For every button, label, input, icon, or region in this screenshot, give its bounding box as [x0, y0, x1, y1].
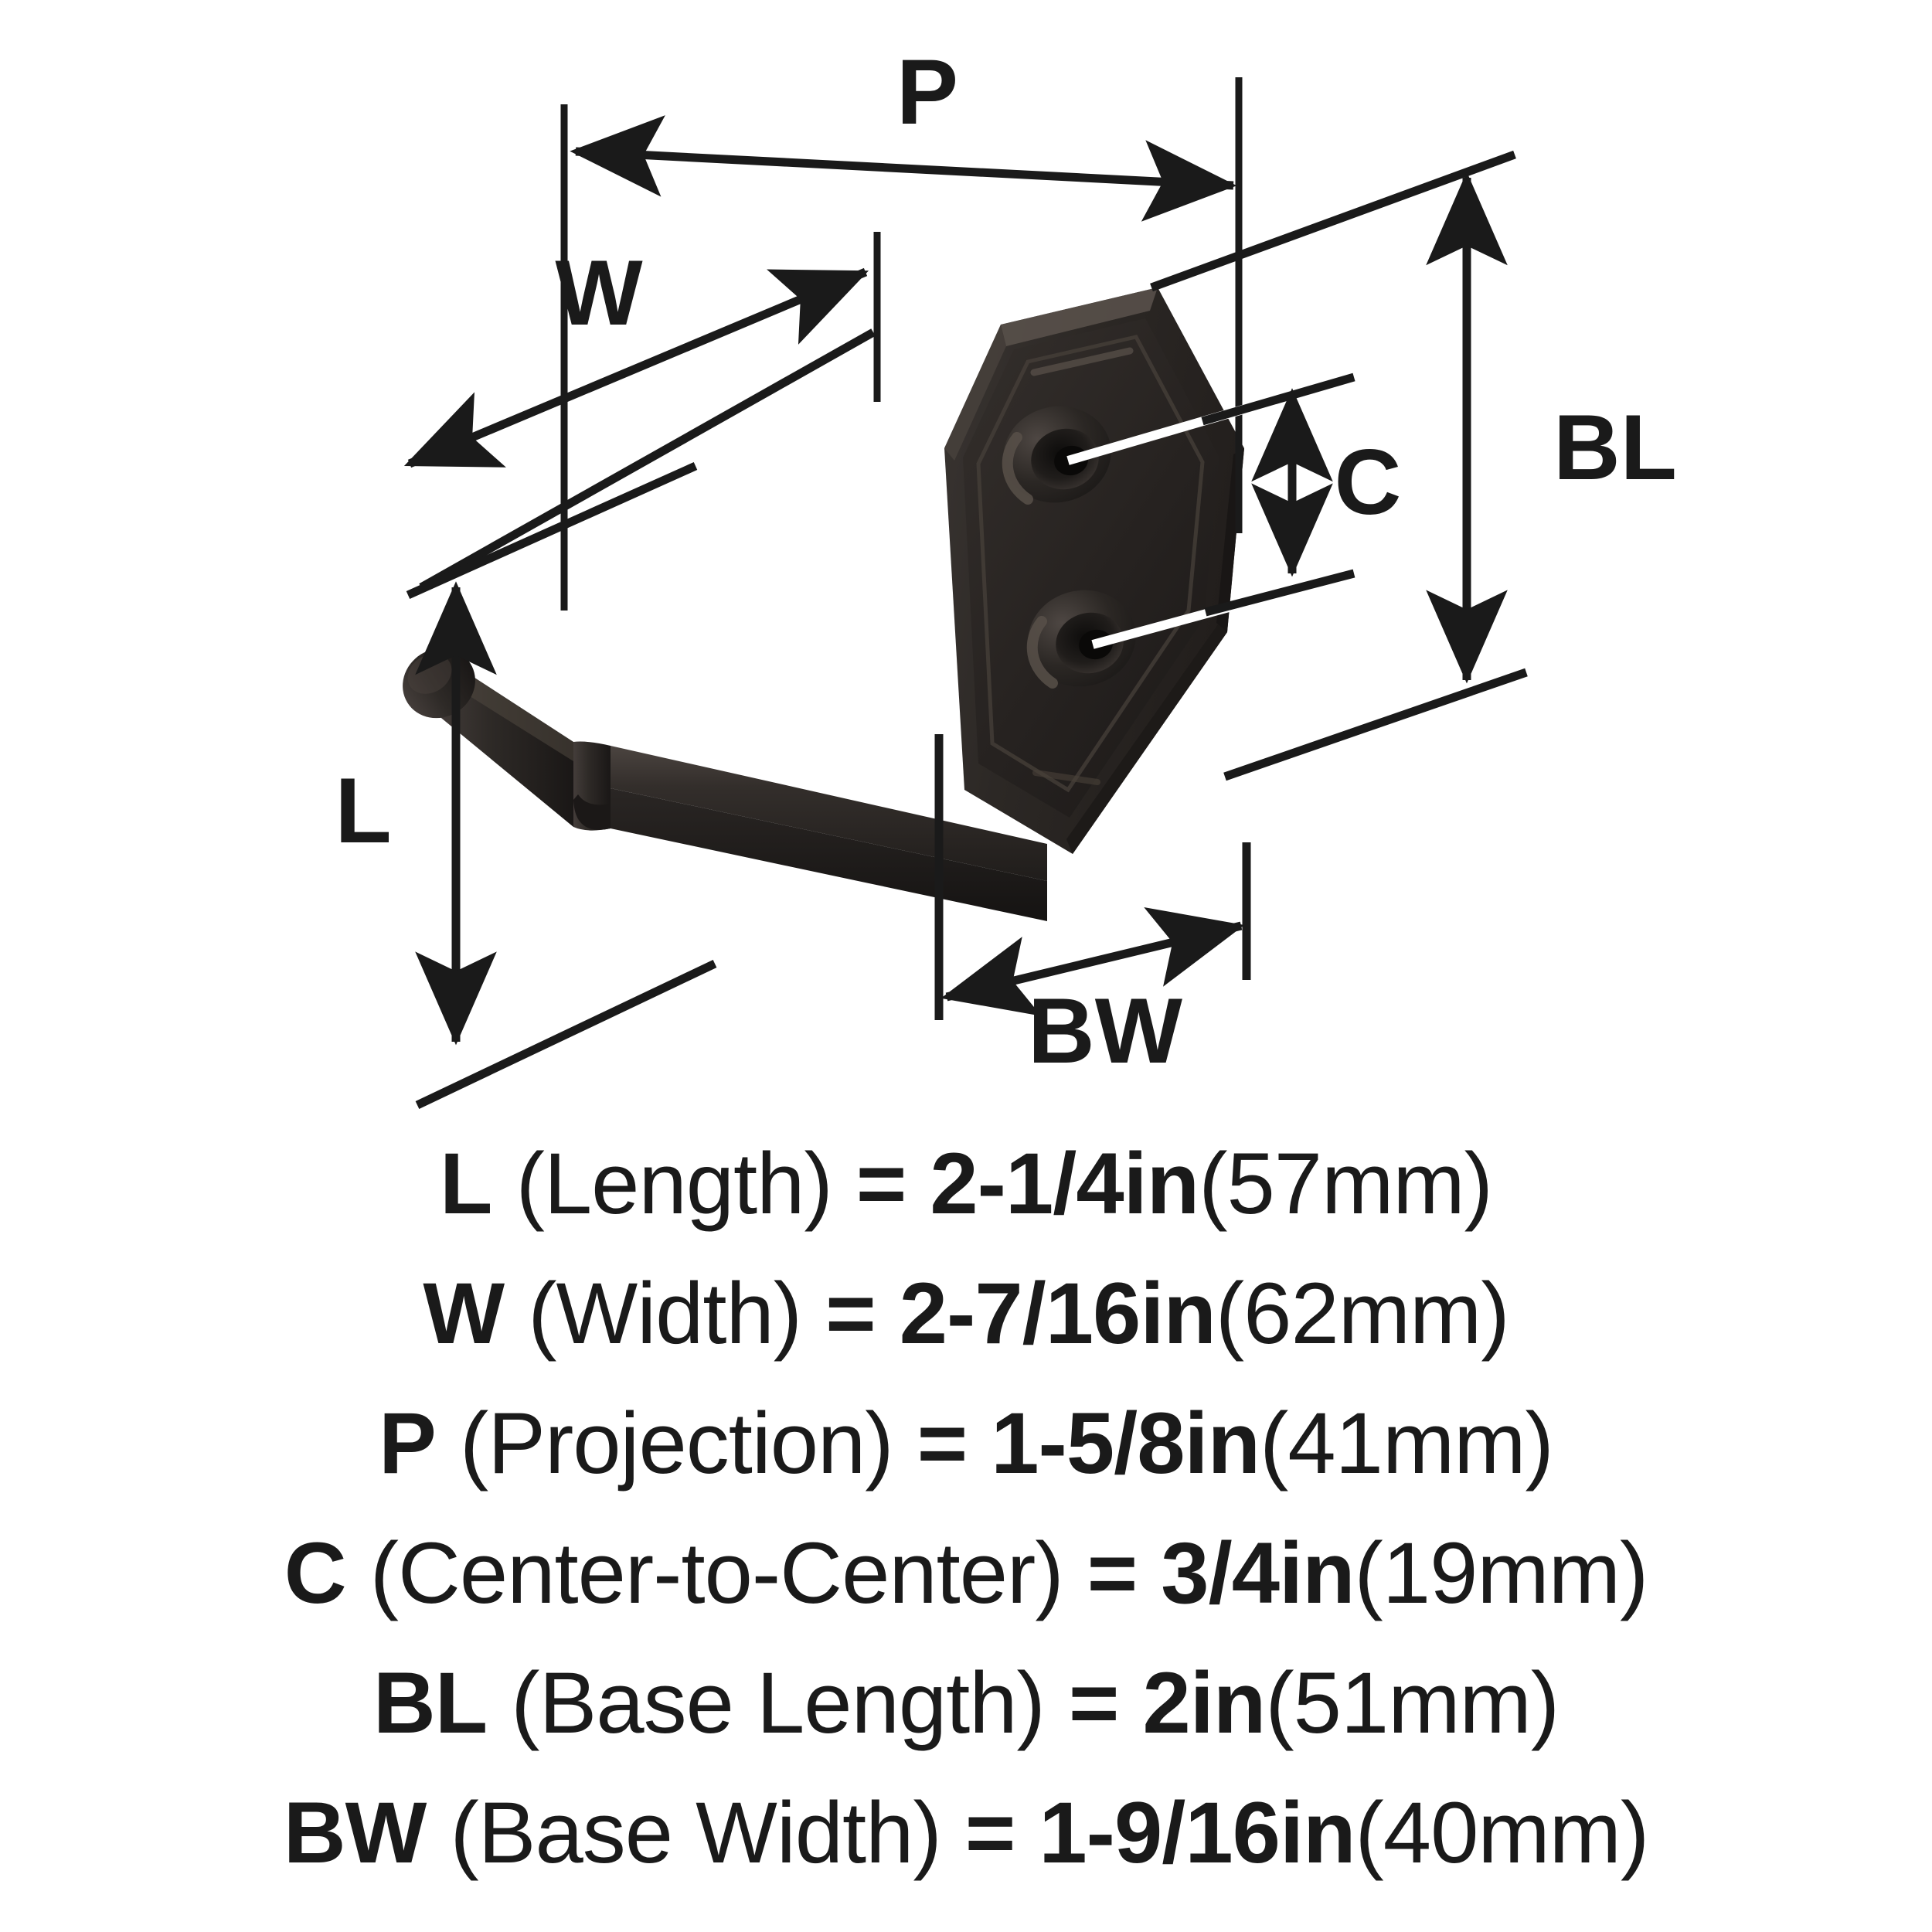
upper-hole-rim-highlight — [1002, 432, 1033, 505]
dimension-BW: BW — [934, 734, 1251, 1083]
legend-value-mm-BW: (40mm) — [1355, 1784, 1650, 1881]
dimension-BL: BL — [1150, 150, 1677, 781]
legend-name-L: (Length) — [515, 1135, 833, 1232]
W-dimension-line — [403, 267, 869, 468]
C-leader-lower — [1204, 569, 1355, 617]
legend-equals-W: = — [825, 1265, 876, 1362]
legend-equals-BW: = — [964, 1784, 1015, 1881]
dimension-legend: L (Length) = 2-1/4in(57mm) W (Width) = 2… — [0, 1119, 1932, 1930]
P-label: P — [896, 40, 958, 144]
mounting-hole-lower — [1026, 590, 1136, 689]
legend-value-mm-P: (41mm) — [1260, 1395, 1554, 1492]
C-label: C — [1335, 430, 1402, 534]
arm-elbow-underside — [573, 794, 611, 830]
base-plate-recess — [963, 318, 1219, 818]
base-plate-bottom-groove — [1032, 770, 1100, 785]
legend-value-mm-L: (57mm) — [1199, 1135, 1493, 1232]
C-leader-upper — [1201, 372, 1355, 426]
legend-equals-P: = — [917, 1395, 968, 1492]
dimension-W: W — [403, 232, 881, 591]
BL-extension-bottom — [1223, 668, 1528, 781]
W-label: W — [555, 241, 643, 345]
legend-row-length: L (Length) = 2-1/4in(57mm) — [0, 1119, 1932, 1249]
hook-arm — [403, 648, 1047, 921]
legend-symbol-C: C — [284, 1525, 347, 1621]
dimension-C: C — [1066, 372, 1402, 649]
legend-value-in-BL: 2in — [1142, 1655, 1267, 1751]
product-diagram: P W L C — [335, 40, 1677, 1109]
legend-value-mm-C: (19mm) — [1354, 1525, 1649, 1621]
base-plate-lower-right-edge — [1066, 624, 1227, 854]
legend-equals-L: = — [855, 1135, 906, 1232]
legend-value-in-P: 1-5/8in — [991, 1395, 1260, 1492]
legend-value-in-BW: 1-9/16in — [1039, 1784, 1355, 1881]
diagram-svg: P W L C — [335, 40, 1677, 1109]
legend-equals-C: = — [1087, 1525, 1138, 1621]
legend-name-BL: (Base Length) — [511, 1655, 1046, 1751]
legend-value-mm-BL: (51mm) — [1265, 1655, 1560, 1751]
legend-row-projection: P (Projection) = 1-5/8in(41mm) — [0, 1379, 1932, 1509]
legend-row-center-to-center: C (Center-to-Center) = 3/4in(19mm) — [0, 1509, 1932, 1638]
legend-value-in-L: 2-1/4in — [930, 1135, 1199, 1232]
legend-row-width: W (Width) = 2-7/16in(62mm) — [0, 1249, 1932, 1379]
base-plate-recess-rim — [976, 335, 1205, 793]
dimension-L: L — [335, 461, 717, 1109]
legend-symbol-L: L — [440, 1135, 492, 1232]
P-dimension-line — [570, 115, 1237, 222]
legend-name-BW: (Base Width) — [450, 1784, 941, 1881]
base-plate — [944, 287, 1244, 854]
base-plate-top-groove — [1030, 347, 1134, 376]
legend-value-in-C: 3/4in — [1161, 1525, 1355, 1621]
legend-name-C: (Center-to-Center) — [369, 1525, 1064, 1621]
L-label: L — [335, 759, 391, 862]
BL-extension-top — [1150, 150, 1516, 292]
BW-dimension-line — [940, 907, 1245, 1016]
legend-equals-BL: = — [1068, 1655, 1119, 1751]
legend-symbol-W: W — [423, 1265, 505, 1362]
legend-row-base-width: BW (Base Width) = 1-9/16in(40mm) — [0, 1768, 1932, 1898]
L-extension-bottom — [415, 960, 717, 1109]
BW-label: BW — [1028, 979, 1183, 1083]
mounting-hole-upper — [1002, 406, 1111, 505]
legend-symbol-P: P — [379, 1395, 437, 1492]
base-plate-left-bevel — [944, 325, 1006, 461]
legend-symbol-BW: BW — [283, 1784, 427, 1881]
BL-label: BL — [1553, 396, 1677, 499]
lower-hole-rim-highlight — [1026, 616, 1058, 689]
W-reference-lower — [419, 328, 876, 591]
legend-value-in-W: 2-7/16in — [899, 1265, 1216, 1362]
base-plate-top-bevel — [1001, 287, 1158, 346]
legend-name-P: (Projection) — [459, 1395, 894, 1492]
legend-value-mm-W: (62mm) — [1215, 1265, 1510, 1362]
legend-symbol-BL: BL — [372, 1655, 488, 1751]
legend-row-base-length: BL (Base Length) = 2in(51mm) — [0, 1638, 1932, 1768]
dimension-P: P — [560, 40, 1243, 611]
L-extension-top — [406, 461, 698, 600]
legend-name-W: (Width) — [528, 1265, 802, 1362]
